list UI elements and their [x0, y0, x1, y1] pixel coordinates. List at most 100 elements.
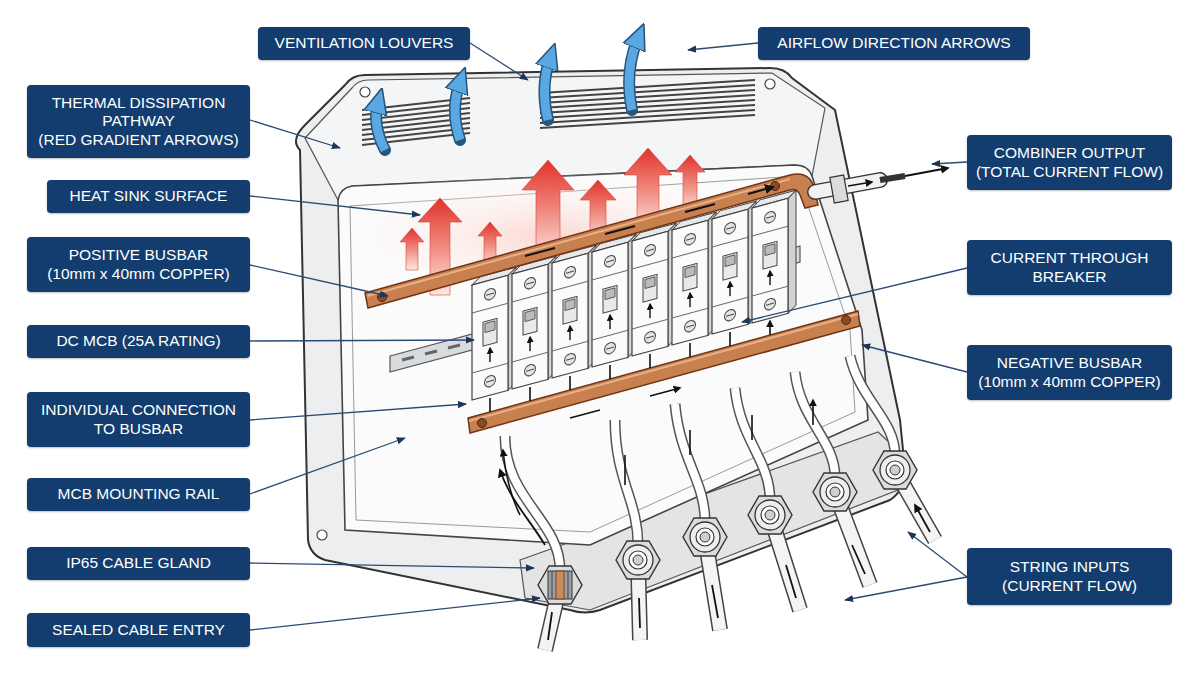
callout-text: MCB MOUNTING RAIL [58, 485, 220, 503]
callout-text: (RED GRADIENT ARROWS) [38, 131, 238, 149]
leader-line [250, 196, 420, 215]
airflow-arrow [455, 82, 460, 140]
callout-label: HEAT SINK SURFACE [47, 180, 250, 213]
callout-text: (10mm x 40mm COPPER) [978, 373, 1161, 391]
callout-text: IP65 CABLE GLAND [66, 554, 211, 572]
callout-text: HEAT SINK SURFACE [70, 187, 228, 205]
callout-label: IP65 CABLE GLAND [27, 547, 250, 580]
callout-label: CURRENT THROUGH BREAKER [967, 240, 1172, 295]
callout-text: NEGATIVE BUSBAR [997, 354, 1142, 372]
callout-text: (CURRENT FLOW) [1002, 577, 1137, 595]
callout-label: COMBINER OUTPUT(TOTAL CURRENT FLOW) [967, 135, 1172, 190]
callout-text: STRING INPUTS [1010, 558, 1130, 576]
gland-nut [538, 566, 582, 604]
dc-mcb [592, 234, 636, 367]
cable [545, 470, 935, 650]
leader-line [250, 438, 405, 494]
cable-current-arrows [625, 400, 813, 485]
cable [505, 356, 895, 570]
cable-gland [683, 518, 727, 556]
callout-label: POSITIVE BUSBAR(10mm x 40mm COPPER) [27, 237, 250, 292]
cable-gland [748, 496, 792, 534]
dc-mcb [752, 190, 796, 323]
cable-gland [813, 473, 857, 511]
connection-arrows [490, 321, 770, 412]
callout-label: NEGATIVE BUSBAR(10mm x 40mm COPPER) [967, 345, 1172, 400]
callout-label: VENTILATION LOUVERS [258, 27, 470, 60]
leader-lines [250, 43, 967, 630]
string-current-arrows [548, 505, 930, 640]
dc-mcb [632, 223, 676, 356]
callout-label: STRING INPUTS(CURRENT FLOW) [967, 548, 1172, 605]
callout-label: THERMAL DISSIPATION PATHWAY(RED GRADIENT… [27, 85, 250, 158]
lid-screw [765, 79, 775, 89]
airflow-arrow [544, 58, 550, 120]
leader-line [250, 120, 340, 148]
cable-gland [873, 451, 917, 489]
callout-text: COMBINER OUTPUT [994, 144, 1146, 162]
callout-text: (10mm x 40mm COPPER) [47, 265, 230, 283]
output-cable-outline [815, 180, 880, 192]
callout-text: VENTILATION LOUVERS [275, 34, 454, 52]
output-current-arrow [848, 182, 872, 186]
callout-text: CURRENT THROUGH BREAKER [975, 249, 1164, 286]
leader-line [862, 345, 967, 372]
conductor-core [556, 571, 564, 599]
lid-screw [360, 87, 370, 97]
callout-text: THERMAL DISSIPATION PATHWAY [35, 94, 242, 131]
gland-seal-section [548, 571, 572, 599]
internal-cables [503, 356, 895, 570]
lid-screw [317, 530, 327, 540]
dc-mcb [552, 245, 596, 378]
busbar-bolt [771, 182, 780, 191]
callout-label: SEALED CABLE ENTRY [27, 613, 250, 647]
dc-mcb [672, 212, 716, 345]
leader-line [250, 404, 466, 420]
enclosure-cavity [338, 165, 868, 545]
leader-line [250, 563, 534, 568]
airflow-arrow [629, 38, 638, 110]
busbar-current-arrows [570, 388, 680, 418]
callout-label: INDIVIDUAL CONNECTION TO BUSBAR [27, 392, 250, 447]
callout-text: (TOTAL CURRENT FLOW) [976, 163, 1163, 181]
callout-text: AIRFLOW DIRECTION ARROWS [777, 34, 1010, 52]
leader-line [250, 340, 474, 341]
output-gland [830, 175, 848, 203]
string-input-cables [545, 470, 935, 650]
leader-line [932, 162, 967, 164]
callout-label: DC MCB (25A RATING) [27, 325, 250, 358]
output-connector [880, 176, 905, 180]
leader-line [250, 598, 540, 630]
busbar-bolt [842, 316, 851, 325]
callout-text: SEALED CABLE ENTRY [52, 621, 225, 639]
leader-line [470, 43, 528, 80]
leader-line [742, 268, 967, 322]
dc-mcb [712, 201, 756, 334]
seal-rings [552, 571, 568, 599]
cable-gland [616, 541, 660, 579]
callout-label: MCB MOUNTING RAIL [27, 478, 250, 511]
cable-outline [505, 356, 895, 570]
dc-mcb [472, 267, 516, 400]
leader-line [908, 532, 967, 577]
busbar-highlight [367, 179, 790, 296]
dc-mcb [512, 256, 556, 389]
airflow-arrow [376, 103, 385, 150]
leader-line [250, 265, 388, 296]
callout-text: DC MCB (25A RATING) [56, 332, 220, 350]
rail-slots [402, 345, 460, 360]
heat-arrow [400, 228, 424, 270]
callout-text: POSITIVE BUSBAR [69, 246, 209, 264]
callout-text: INDIVIDUAL CONNECTION TO BUSBAR [35, 401, 242, 438]
leader-line [688, 43, 758, 50]
cable-outline [545, 470, 935, 650]
entry-current-arrow [500, 470, 545, 545]
ventilation-louvers [540, 80, 755, 128]
cutaway-cable-gland [538, 566, 582, 604]
output-cable [815, 180, 880, 192]
busbar-current-arrows [525, 187, 773, 256]
output-current-arrow [905, 168, 948, 176]
